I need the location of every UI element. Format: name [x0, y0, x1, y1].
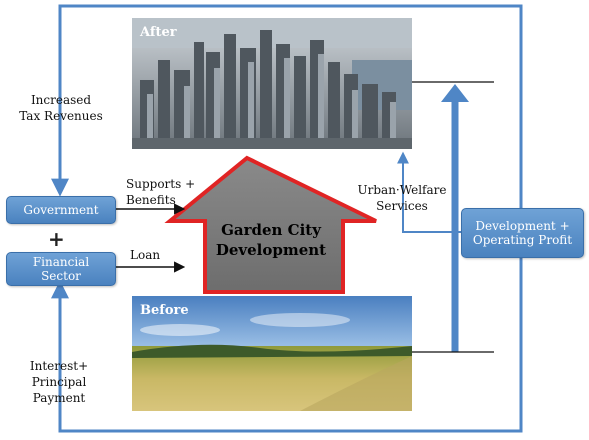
growth-arrow — [441, 84, 469, 352]
interest-line3: Payment — [32, 391, 86, 405]
urban-welfare-line2: Services — [376, 199, 428, 213]
tax-revenue-loop — [51, 4, 523, 208]
financial-sector-box: Financial Sector — [6, 252, 116, 286]
garden-city-arrow — [164, 155, 377, 294]
urban-welfare-label: Urban·Welfare Services — [352, 182, 452, 214]
before-field-photo — [132, 296, 412, 411]
garden-city-label-line1: Garden City — [221, 221, 321, 239]
urban-welfare-arrow — [397, 151, 461, 233]
garden-city-label-line2: Development — [215, 241, 327, 259]
government-box: Government — [6, 196, 116, 224]
garden-city-label: Garden City Development — [205, 220, 337, 260]
interest-payment-loop — [51, 256, 523, 433]
supports-line2: Benefits — [126, 193, 176, 207]
loan-label: Loan — [130, 248, 161, 262]
before-title: Before — [140, 303, 189, 318]
dev-profit-line1: Development + — [475, 219, 570, 233]
financial-sector-line2: Sector — [41, 269, 81, 283]
after-city-photo — [132, 18, 412, 149]
supports-line1: Supports + — [126, 177, 196, 191]
interest-line1: Interest+ — [29, 359, 89, 373]
increased-tax-line2: Tax Revenues — [19, 109, 103, 123]
dev-profit-line2: Operating Profit — [472, 233, 573, 247]
urban-welfare-line1: Urban·Welfare — [357, 183, 447, 197]
interest-line2: Principal — [31, 375, 87, 389]
plus-sign: + — [48, 227, 65, 251]
supports-label: Supports + Benefits — [126, 176, 195, 208]
dev-profit-box: Development + Operating Profit — [461, 208, 584, 258]
interest-label: Interest+ Principal Payment — [20, 358, 98, 406]
increased-tax-label: Increased Tax Revenues — [16, 92, 106, 124]
after-title: After — [139, 25, 177, 40]
increased-tax-line1: Increased — [30, 93, 92, 107]
financial-sector-line1: Financial — [32, 255, 90, 269]
government-label: Government — [23, 203, 99, 217]
